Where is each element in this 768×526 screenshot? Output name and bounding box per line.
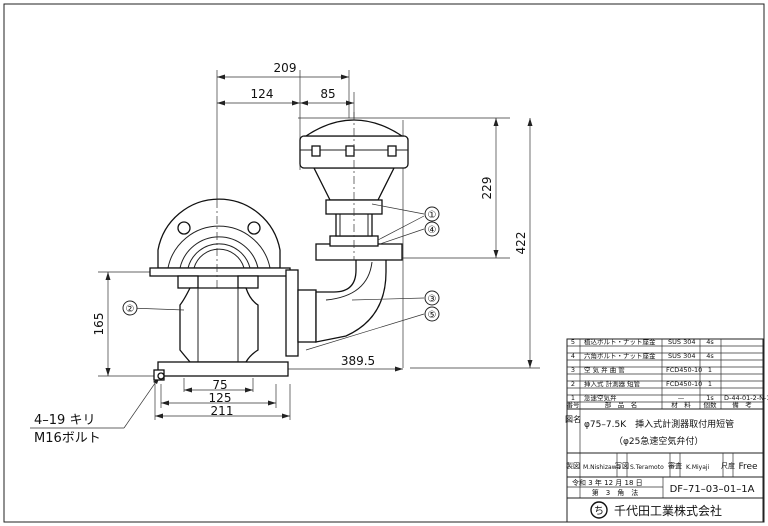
svg-text:⑤: ⑤: [428, 310, 437, 321]
svg-text:1: 1: [708, 380, 712, 388]
scale-label: 尺度: [721, 461, 735, 470]
callout-1: ①: [424, 206, 440, 222]
svg-text:備 考: 備 考: [732, 400, 752, 409]
parts-row: 3 空 気 弁 曲 管 FCD450-10 1: [571, 365, 712, 374]
svg-text:1s: 1s: [706, 394, 714, 402]
dim-124: 124: [251, 87, 274, 101]
projection-method: 第 3 角 法: [592, 488, 638, 497]
measuring-short-pipe: [153, 275, 289, 381]
checker-label: 審査: [668, 461, 682, 470]
drawing-date: 令和 3 年 12 月 18 日: [572, 478, 643, 487]
dim-389-5: 389.5: [341, 354, 375, 368]
svg-text:空 気 弁 曲 管: 空 気 弁 曲 管: [584, 365, 625, 374]
svg-text:ち: ち: [594, 505, 604, 517]
title-block: [566, 408, 764, 523]
svg-text:番号: 番号: [567, 401, 581, 409]
svg-text:D-44-01-2-N-1: D-44-01-2-N-1: [724, 394, 768, 402]
svg-text:1: 1: [708, 366, 712, 374]
svg-text:SUS 304: SUS 304: [668, 352, 695, 360]
dim-229: 229: [480, 177, 494, 200]
svg-text:①: ①: [428, 210, 437, 221]
callout-leaders: [129, 203, 425, 351]
dim-75: 75: [212, 378, 227, 392]
dim-125: 125: [209, 391, 232, 405]
drafter-name: M.Nishizawa: [583, 464, 621, 471]
copier-label: 写図: [615, 462, 629, 470]
company-logo: ち: [590, 501, 608, 519]
dim-211: 211: [211, 404, 234, 418]
svg-text:材 料: 材 料: [671, 400, 691, 409]
air-valve-elbow: [285, 211, 403, 357]
drawing-title-line2: （φ25急速空気弁付）: [614, 435, 703, 447]
drawing-title-line1: φ75–7.5K 挿入式計測器取付用短管: [584, 418, 734, 430]
svg-text:FCD450-10: FCD450-10: [666, 366, 702, 374]
flange-front-view: [149, 198, 291, 300]
copier-name: S.Teramoto: [630, 464, 664, 471]
svg-text:4s: 4s: [706, 352, 714, 360]
svg-text:4s: 4s: [706, 338, 714, 346]
callout-4: ④: [424, 221, 440, 237]
dim-85: 85: [320, 87, 335, 101]
drafter-label: 製図: [566, 461, 580, 470]
svg-text:植込ボルト・ナット座金: 植込ボルト・ナット座金: [584, 337, 656, 346]
parts-header-row: 番号 部 品 名 材 料 個数 備 考: [567, 400, 753, 409]
parts-row: 5 植込ボルト・ナット座金 SUS 304 4s: [571, 337, 714, 346]
scale-value: Free: [738, 462, 758, 472]
checker-name: K.Miyaji: [686, 464, 710, 471]
svg-text:SUS 304: SUS 304: [668, 338, 695, 346]
parts-row: 1 急速空気弁 — 1s D-44-01-2-N-1: [571, 393, 768, 402]
quick-air-valve: [299, 112, 409, 260]
svg-text:六角ボルト・ナット座金: 六角ボルト・ナット座金: [584, 351, 656, 360]
svg-text:挿入式 計測器 短管: 挿入式 計測器 短管: [584, 379, 641, 388]
svg-text:FCD450-10: FCD450-10: [666, 380, 702, 388]
svg-text:2: 2: [571, 380, 575, 388]
svg-text:—: —: [678, 394, 685, 402]
svg-text:1: 1: [571, 394, 575, 402]
sheet-border: [3, 3, 765, 523]
bolt-size-note: M16ボルト: [34, 431, 101, 446]
dim-422: 422: [514, 232, 528, 255]
svg-text:3: 3: [571, 366, 575, 374]
callout-2: ②: [122, 300, 138, 316]
bolt-hole-note: 4–19 キリ: [34, 413, 95, 428]
svg-text:5: 5: [571, 338, 575, 346]
dim-165: 165: [92, 313, 106, 336]
parts-row: 4 六角ボルト・ナット座金 SUS 304 4s: [571, 351, 714, 360]
svg-text:個数: 個数: [704, 400, 718, 409]
dim-209: 209: [274, 61, 297, 75]
svg-text:②: ②: [126, 304, 135, 315]
callout-3: ③: [424, 290, 440, 306]
svg-text:急速空気弁: 急速空気弁: [584, 393, 617, 402]
parts-row: 2 挿入式 計測器 短管 FCD450-10 1: [571, 379, 712, 388]
svg-text:部 品 名: 部 品 名: [605, 400, 638, 409]
svg-text:4: 4: [571, 352, 575, 360]
title-name-label: 図名: [565, 414, 581, 424]
drawing-number: DF–71–03–01–1A: [670, 484, 755, 495]
svg-text:④: ④: [428, 225, 437, 236]
company-name: 千代田工業株式会社: [614, 503, 722, 518]
callout-5: ⑤: [424, 306, 440, 322]
svg-text:③: ③: [428, 294, 437, 305]
